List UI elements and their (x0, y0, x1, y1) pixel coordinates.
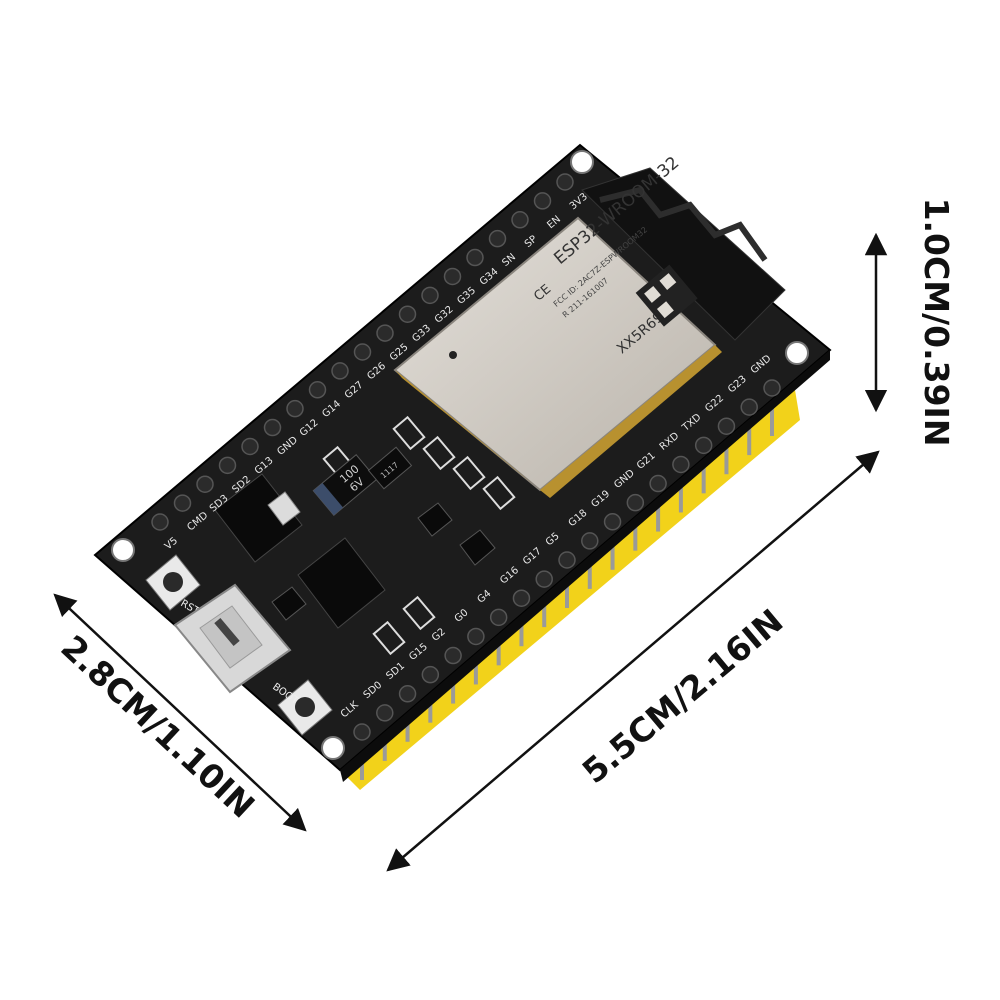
pin-hole (443, 267, 462, 286)
pin-hole (263, 418, 282, 437)
dimension-arrow (386, 450, 880, 872)
pin-hole (398, 685, 417, 703)
pin-hole (717, 417, 736, 435)
pin-hole (556, 173, 574, 191)
dimension-height: 1.0CM/0.39IN (864, 198, 956, 447)
pin-hole (649, 474, 667, 493)
pin-hole (489, 608, 508, 627)
pin-hole (466, 248, 484, 267)
top-pin-row (151, 173, 574, 531)
length-label: 5.5CM/2.16IN (575, 601, 791, 791)
pin-hole (286, 399, 304, 418)
pin-hole (173, 494, 192, 512)
voltage-regulator (214, 473, 303, 563)
pin-hole (533, 192, 552, 210)
pin-hole (511, 211, 529, 229)
qr-code-icon (644, 285, 661, 303)
qr-code-icon (635, 264, 698, 327)
dimension-arrow (53, 593, 307, 832)
mounting-hole (321, 736, 345, 760)
mounting-hole (111, 538, 135, 562)
pin-hole (196, 475, 214, 493)
pin-hole (421, 665, 440, 684)
pin-hole (467, 627, 485, 646)
pin-hole (626, 493, 645, 512)
pin-hole (151, 513, 169, 531)
qr-code-icon (659, 273, 677, 290)
pin-hole (763, 379, 781, 397)
pin-hole (444, 646, 462, 665)
pin-hole (218, 456, 237, 475)
pin-hole (603, 513, 622, 531)
usb-uart-chip (297, 537, 386, 629)
pin-hole (398, 305, 417, 323)
pin-hole (331, 362, 349, 380)
tantalum-capacitor: 100 6V (312, 454, 378, 516)
pin-hole (308, 381, 327, 399)
qr-code-icon (656, 301, 674, 319)
module-dot (449, 351, 457, 359)
mounting-hole (570, 150, 594, 174)
pin-hole (535, 570, 553, 588)
pin-hole (581, 532, 599, 550)
header-pin (382, 730, 387, 761)
header-pin (747, 425, 752, 456)
pin-hole (353, 343, 372, 361)
pin-hole (421, 286, 439, 305)
pin-hole (353, 723, 371, 741)
pin-hole (558, 551, 576, 569)
esp32-dev-board: ESP32-WROOM-32 FCC ID: 2AC7Z-ESPWROOM32 … (93, 143, 832, 790)
pin-hole (672, 455, 690, 474)
pin-hole (376, 704, 394, 722)
header-pin (770, 406, 774, 436)
pin-hole (694, 436, 713, 455)
pin-hole (376, 324, 394, 342)
pin-hole (241, 437, 259, 456)
pin-hole (740, 398, 758, 416)
pin-hole (488, 229, 507, 248)
mounting-hole (785, 341, 809, 365)
pin-hole (512, 589, 531, 607)
crystal (267, 491, 301, 526)
antenna-trace (599, 186, 768, 262)
height-label: 1.0CM/0.39IN (917, 198, 956, 447)
